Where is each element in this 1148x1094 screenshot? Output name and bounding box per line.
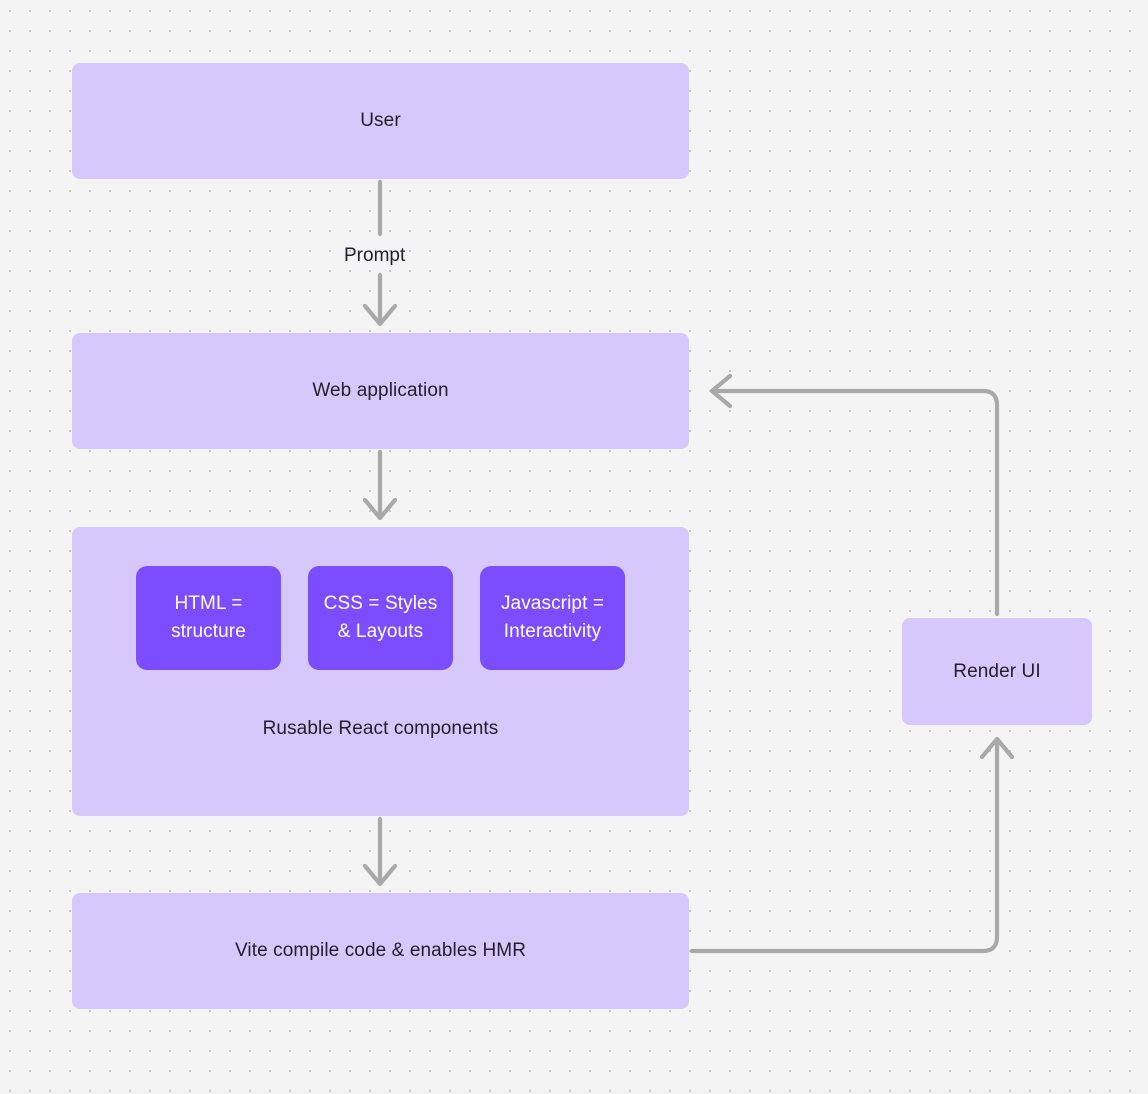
node-vite-label: Vite compile code & enables HMR <box>234 940 527 962</box>
node-render-ui-label: Render UI <box>953 660 1041 682</box>
node-user[interactable]: User <box>72 63 689 179</box>
react-chip-row: HTML = structure CSS = Styles & Layouts … <box>72 566 689 670</box>
chip-javascript-label: Javascript = Interactivity <box>500 592 605 643</box>
edge-label-prompt: Prompt <box>344 245 406 266</box>
chip-css-label: CSS = Styles & Layouts <box>323 592 438 643</box>
node-render-ui[interactable]: Render UI <box>902 618 1092 725</box>
chip-javascript[interactable]: Javascript = Interactivity <box>480 566 625 670</box>
node-vite[interactable]: Vite compile code & enables HMR <box>72 893 689 1009</box>
node-react-components[interactable]: HTML = structure CSS = Styles & Layouts … <box>72 527 689 816</box>
edge-render-to-webapp <box>709 373 1000 617</box>
node-user-label: User <box>360 110 401 132</box>
chip-html[interactable]: HTML = structure <box>136 566 281 670</box>
chip-css[interactable]: CSS = Styles & Layouts <box>308 566 453 670</box>
chip-html-label: HTML = structure <box>171 592 246 643</box>
node-web-application[interactable]: Web application <box>72 333 689 449</box>
node-react-components-caption: Rusable React components <box>262 718 499 739</box>
edge-vite-to-render <box>689 736 1015 954</box>
edge-react-to-vite <box>362 816 398 887</box>
node-web-application-label: Web application <box>312 380 449 402</box>
edge-webapp-to-react <box>362 449 398 521</box>
